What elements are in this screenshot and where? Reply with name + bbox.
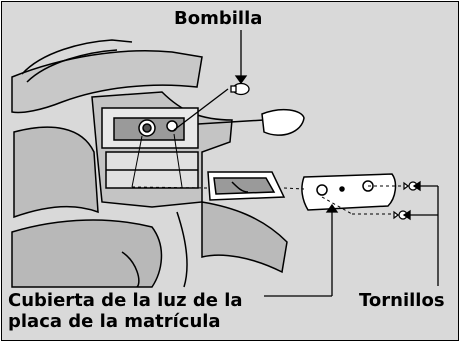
license-light-cover: [207, 171, 286, 201]
motorcycle-rear-illustration: [11, 30, 439, 297]
screws-leader: [402, 180, 439, 286]
license-light-cover-label: Cubierta de la luz de la placa de la mat…: [8, 290, 243, 332]
plate-mount: [101, 107, 199, 189]
grab-rail: [21, 39, 133, 83]
cover-leader: [264, 203, 339, 297]
turn-signal: [197, 108, 305, 136]
bulb-leader: [173, 30, 248, 131]
alignment-lines: [131, 185, 407, 215]
bulb-label: Bombilla: [174, 8, 263, 29]
diagram-frame: Bombilla Cubierta de la luz de la placa …: [1, 1, 459, 341]
bulb-icon: [230, 82, 250, 96]
license-light-housing: [301, 173, 397, 211]
screws-label: Tornillos: [359, 290, 445, 311]
mount-leader-lines: [131, 133, 183, 188]
